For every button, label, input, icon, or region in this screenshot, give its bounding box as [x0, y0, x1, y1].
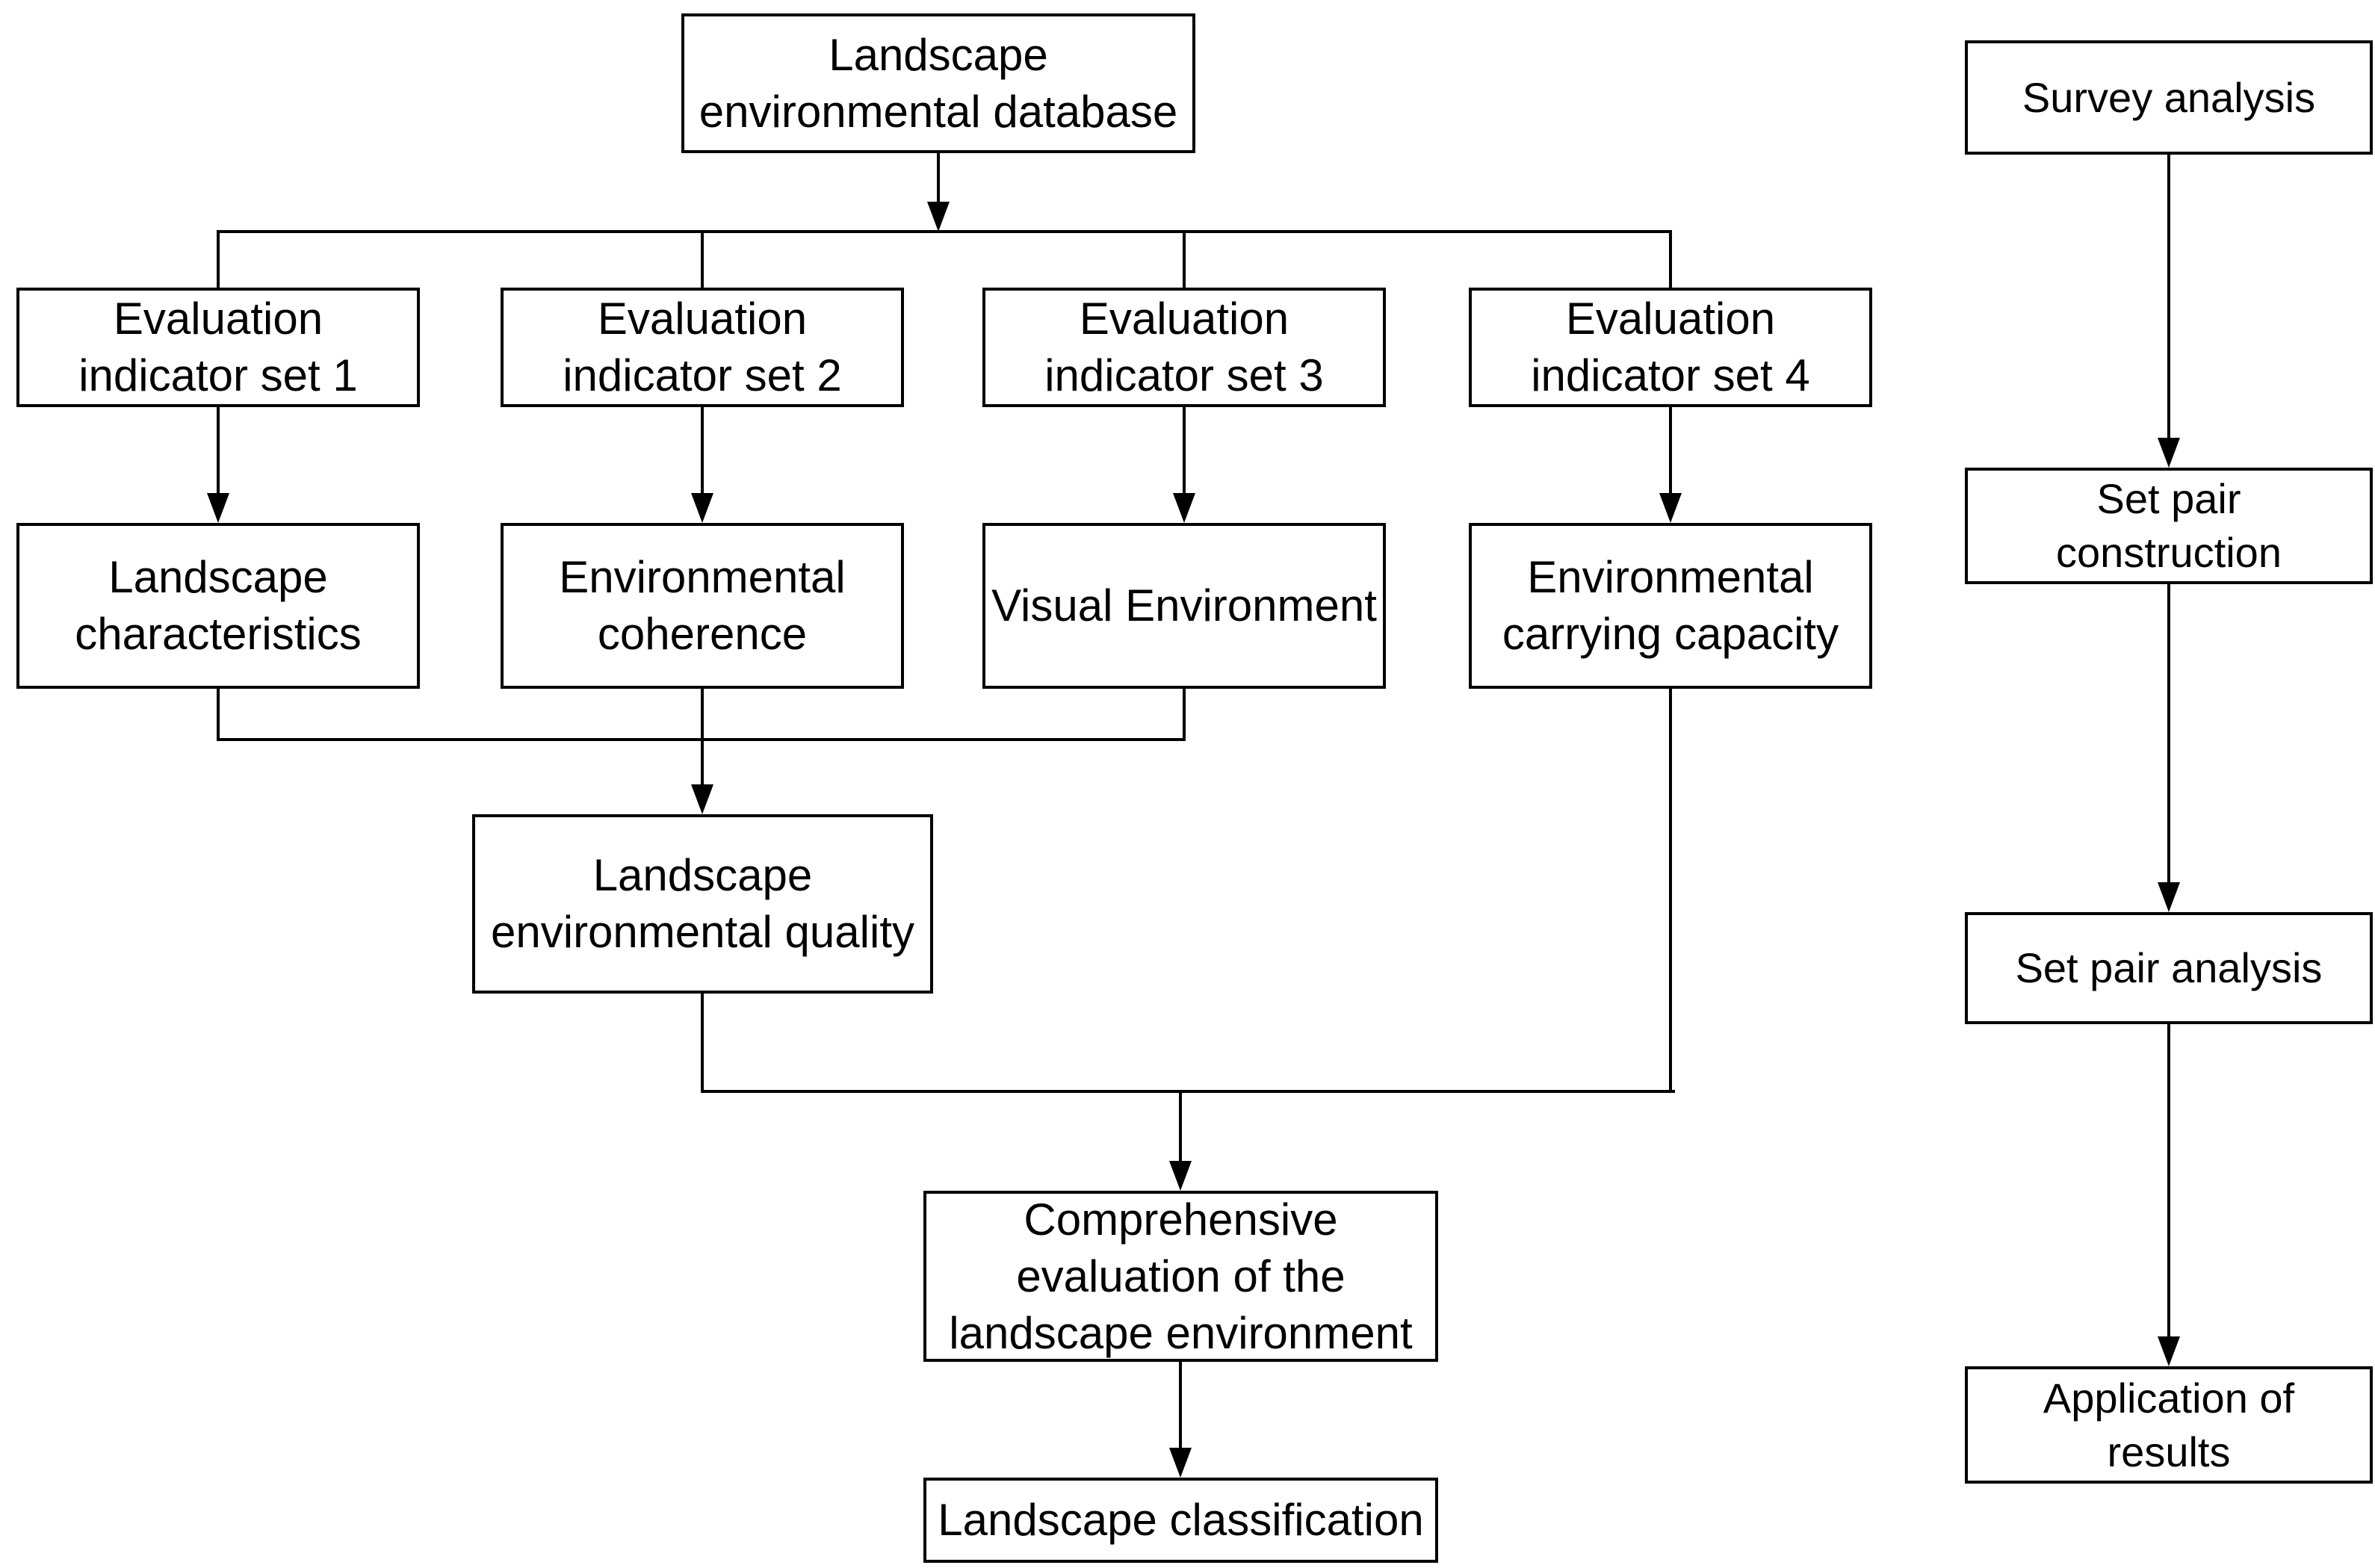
node-label: Evaluation indicator set 4 [1531, 294, 1810, 400]
arrowhead-down-icon [2158, 438, 2180, 468]
node-evaluation-indicator-set-2: Evaluation indicator set 2 [501, 288, 904, 407]
node-application-of-results: Application of results [1965, 1366, 2373, 1484]
arrowhead-down-icon [2158, 1336, 2180, 1366]
node-label: Evaluation indicator set 1 [78, 294, 358, 400]
connector-characteristics-down [217, 689, 220, 741]
node-set-pair-construction: Set pair construction [1965, 468, 2373, 584]
connector-drop-set4 [1669, 232, 1672, 291]
connector-set1-to-characteristics [217, 407, 220, 497]
node-landscape-characteristics: Landscape characteristics [16, 523, 420, 689]
node-landscape-environmental-database: Landscape environmental database [681, 13, 1195, 153]
connector-collector-line-2 [701, 1090, 1675, 1093]
connector-drop-set3 [1183, 232, 1186, 291]
arrowhead-down-icon [1169, 1161, 1192, 1191]
node-comprehensive-evaluation: Comprehensive evaluation of the landscap… [923, 1191, 1438, 1362]
node-label: Environmental carrying capacity [1502, 552, 1839, 659]
node-label: Landscape environmental quality [491, 850, 914, 957]
connector-survey-to-construction [2167, 155, 2170, 439]
node-label: Landscape environmental database [699, 29, 1178, 137]
connector-visual-down [1183, 689, 1186, 741]
connector-quality-down [701, 994, 704, 1093]
connector-set4-to-carrying [1669, 407, 1672, 497]
arrowhead-down-icon [1173, 493, 1195, 523]
node-set-pair-analysis: Set pair analysis [1965, 912, 2373, 1024]
node-visual-environment: Visual Environment [982, 523, 1386, 689]
connector-to-comprehensive [1179, 1090, 1182, 1162]
node-label: Landscape classification [938, 1495, 1424, 1545]
connector-database-down [937, 153, 940, 205]
node-evaluation-indicator-set-3: Evaluation indicator set 3 [982, 288, 1386, 407]
connector-drop-set1 [217, 232, 220, 291]
arrowhead-down-icon [2158, 882, 2180, 912]
arrowhead-down-icon [207, 493, 229, 523]
arrowhead-down-icon [1659, 493, 1682, 523]
node-label: Evaluation indicator set 2 [563, 294, 842, 400]
connector-drop-set2 [701, 232, 704, 291]
node-evaluation-indicator-set-4: Evaluation indicator set 4 [1469, 288, 1872, 407]
connector-set2-to-coherence [701, 407, 704, 497]
arrowhead-down-icon [927, 202, 950, 232]
connector-set3-to-visual [1183, 407, 1186, 497]
connector-analysis-to-application [2167, 1024, 2170, 1338]
connector-distributor-line [217, 230, 1672, 233]
node-label: Survey analysis [2022, 73, 2316, 121]
connector-construction-to-analysis [2167, 584, 2170, 884]
node-label: Environmental coherence [559, 552, 846, 659]
arrowhead-down-icon [691, 784, 713, 814]
node-evaluation-indicator-set-1: Evaluation indicator set 1 [16, 288, 420, 407]
node-label: Set pair construction [2056, 475, 2282, 576]
connector-coherence-to-quality [701, 689, 704, 786]
node-label: Evaluation indicator set 3 [1044, 294, 1324, 400]
arrowhead-down-icon [1169, 1448, 1192, 1478]
node-survey-analysis: Survey analysis [1965, 40, 2373, 155]
node-environmental-coherence: Environmental coherence [501, 523, 904, 689]
node-landscape-classification: Landscape classification [923, 1478, 1438, 1563]
node-label: Landscape characteristics [75, 552, 362, 659]
node-environmental-carrying-capacity: Environmental carrying capacity [1469, 523, 1872, 689]
connector-carrying-down [1669, 689, 1672, 1093]
node-landscape-environmental-quality: Landscape environmental quality [472, 814, 933, 994]
node-label: Comprehensive evaluation of the landscap… [949, 1194, 1413, 1358]
node-label: Visual Environment [991, 580, 1377, 630]
node-label: Application of results [2043, 1374, 2295, 1475]
arrowhead-down-icon [691, 493, 713, 523]
node-label: Set pair analysis [2015, 944, 2323, 991]
connector-comprehensive-to-classification [1179, 1362, 1182, 1449]
